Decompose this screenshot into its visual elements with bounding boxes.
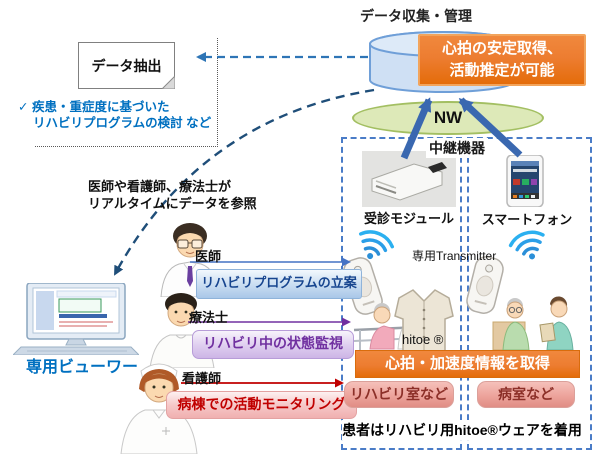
analysis-note-line2: リハビリプログラムの検討 など <box>33 116 212 130</box>
nw-network-ellipse: NW <box>352 101 544 135</box>
role-action-doctor: リハビリプログラムの立案 <box>196 269 362 299</box>
role-label-nurse: 看護師 <box>182 371 222 386</box>
ward-patient-illustration <box>492 296 574 351</box>
relay-title: 中継機器 <box>426 138 488 158</box>
room-left-badge: リハビリ室など <box>344 381 454 408</box>
viewer-label: 専用ビューワー <box>25 359 138 376</box>
transmitter-label: 専用Transmitter <box>412 249 497 263</box>
analysis-note-line1: ✓ 疾患・重症度に基づいた <box>18 100 170 114</box>
role-action-nurse: 病棟での活動モニタリング <box>166 391 357 419</box>
room-right-badge: 病室など <box>477 381 575 408</box>
hitoe-wear-illustration <box>394 289 454 353</box>
data-extract-label: データ抽出 <box>91 57 162 74</box>
nw-label: NW <box>433 108 463 127</box>
smartphone-illustration <box>506 155 544 207</box>
viewer-computer-illustration <box>13 283 139 355</box>
highlight-line1: 心拍の安定取得、 <box>441 40 562 57</box>
db-title: データ収集・管理 <box>360 8 472 24</box>
folded-corner-icon <box>162 76 175 89</box>
highlight-callout: 心拍の安定取得、 活動推定が可能 <box>418 34 586 86</box>
role-label-doctor: 医師 <box>195 249 222 264</box>
nurse-illustration <box>120 363 198 454</box>
staff-note: 医師や看護師、療法士が リアルタイムにデータを参照 <box>88 178 257 212</box>
data-extract-box: データ抽出 <box>78 42 175 89</box>
wifi-icon <box>508 230 545 260</box>
phone-label: スマートフォン <box>481 212 573 227</box>
role-action-therapist: リハビリ中の状態監視 <box>192 330 354 359</box>
hitoe-wear-label: hitoe ® <box>402 332 444 347</box>
acquire-banner: 心拍・加速度情報を取得 <box>355 350 580 378</box>
module-label: 受診モジュール <box>363 211 455 226</box>
transmitter-device-illustration <box>466 256 504 314</box>
highlight-line2: 活動推定が可能 <box>449 62 555 79</box>
staff-note-line1: 医師や看護師、療法士が <box>88 179 232 194</box>
module-device-illustration <box>362 151 456 207</box>
role-label-therapist: 療法士 <box>189 310 229 325</box>
analysis-note: ✓ 疾患・重症度に基づいた リハビリプログラムの検討 など <box>18 99 211 131</box>
staff-note-line2: リアルタイムにデータを参照 <box>88 196 257 211</box>
patient-footer-note: 患者はリハビリ用hitoe®ウェアを着用 <box>342 420 582 440</box>
